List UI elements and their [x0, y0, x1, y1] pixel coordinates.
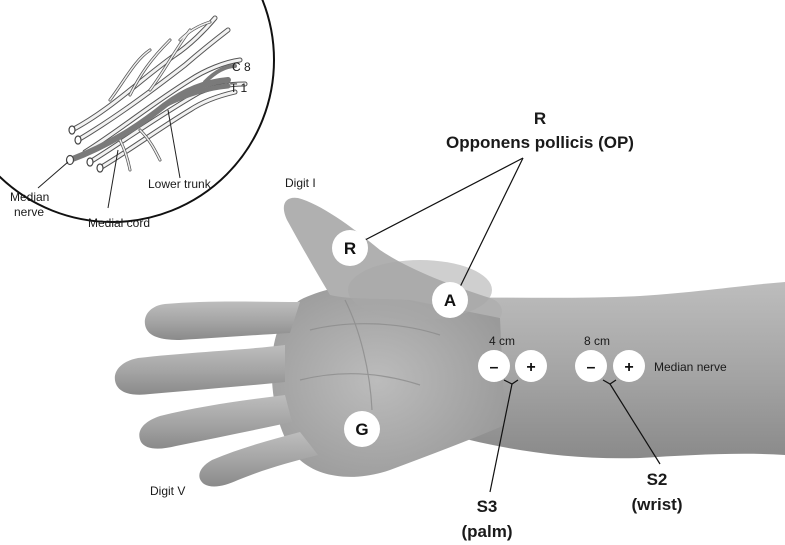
ring-finger: [139, 395, 292, 449]
distance-8cm: 8 cm: [584, 334, 610, 348]
s3-anode: [515, 350, 547, 382]
svg-text:G: G: [355, 420, 368, 439]
recording-electrode: R: [332, 230, 368, 266]
medial-cord-label: Medial cord: [88, 216, 150, 230]
lower-trunk-path: [162, 83, 231, 108]
svg-text:+: +: [624, 359, 633, 376]
svg-text:–: –: [490, 359, 499, 376]
svg-text:R: R: [344, 239, 356, 258]
s3-label: S3: [477, 497, 498, 516]
svg-text:A: A: [444, 291, 456, 310]
s3-cathode: [478, 350, 510, 382]
recording-label-group: R Opponens pollicis (OP): [364, 109, 634, 288]
stimulator-s3: 4 cm – + S3 (palm): [462, 334, 547, 541]
nerve-bundle: [65, 15, 248, 173]
s2-sublabel: (wrist): [632, 495, 683, 514]
index-finger: [144, 301, 300, 340]
muscle-name: Opponens pollicis (OP): [446, 133, 634, 152]
brachial-plexus-inset: C 8 T 1 Median nerve Medial cord Lower t…: [0, 0, 275, 230]
recording-letter: R: [534, 109, 546, 128]
ground-electrode: G: [344, 411, 380, 447]
middle-finger: [114, 345, 285, 395]
median-nerve-label-line1: Median: [10, 190, 49, 204]
t1-label: T 1: [230, 81, 247, 95]
stimulator-s2: 8 cm – + S2 (wrist): [575, 334, 683, 514]
s2-label: S2: [647, 470, 668, 489]
median-nerve-label-line2: nerve: [14, 205, 44, 219]
s2-cathode: [575, 350, 607, 382]
hand-illustration: [114, 197, 785, 487]
c8-root-path: [203, 64, 237, 84]
inset-circle: [0, 0, 275, 223]
distance-4cm: 4 cm: [489, 334, 515, 348]
c8-label: C 8: [232, 60, 251, 74]
lower-trunk-label: Lower trunk: [148, 177, 212, 191]
palm: [271, 284, 505, 477]
digit-v-label: Digit V: [150, 484, 185, 498]
median-nerve-hand-label: Median nerve: [654, 360, 727, 374]
active-electrode: A: [432, 282, 468, 318]
s3-sublabel: (palm): [462, 522, 513, 541]
little-finger: [199, 432, 318, 487]
svg-text:–: –: [587, 359, 596, 376]
s2-anode: [613, 350, 645, 382]
digit-i-label: Digit I: [285, 176, 316, 190]
svg-text:+: +: [526, 359, 535, 376]
